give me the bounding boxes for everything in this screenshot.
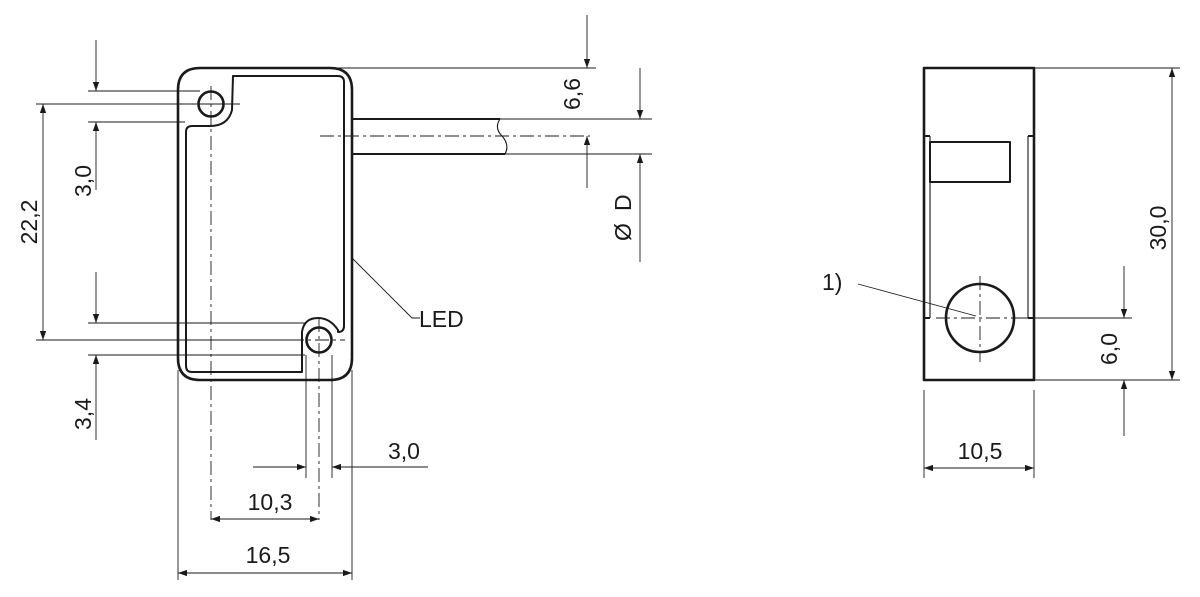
- led-label: LED: [419, 306, 464, 332]
- dim-width-holes: 10,3: [248, 489, 293, 515]
- dim-hole-diameter: 3,0: [388, 438, 420, 464]
- front-extension-lines: [36, 67, 652, 580]
- dim-top-offset: 3,0: [70, 165, 96, 197]
- diameter-symbol: Ø: [610, 223, 636, 241]
- dim-side-hole-height: 6,0: [1096, 333, 1122, 365]
- footnote-leader: [857, 283, 977, 317]
- dim-height-holes: 22,2: [16, 200, 42, 245]
- side-extension-lines: [923, 67, 1180, 478]
- housing-outline: [176, 66, 354, 382]
- footnote-marker: 1): [822, 269, 842, 295]
- dim-side-height: 30,0: [1145, 206, 1171, 251]
- dim-width-total: 16,5: [246, 542, 291, 568]
- cable: [352, 118, 508, 155]
- side-view: 1) 30,0 6,0 10,5: [822, 66, 1180, 478]
- dim-cable-offset: 6,6: [559, 78, 585, 110]
- front-view: 22,2 3,0 3,4 6,6 Ø D LED 3,0 10,3 16,: [16, 15, 652, 580]
- led-leader-line: [351, 257, 420, 319]
- housing-inner-contour: [185, 75, 345, 373]
- dim-side-width: 10,5: [958, 438, 1003, 464]
- led-window: [929, 141, 1011, 183]
- dim-cable-diameter-label: Ø D: [610, 194, 636, 241]
- dim-bottom-offset: 3,4: [70, 398, 96, 430]
- side-body-outline: [922, 66, 1036, 382]
- dim-cable-diameter: D: [610, 194, 636, 211]
